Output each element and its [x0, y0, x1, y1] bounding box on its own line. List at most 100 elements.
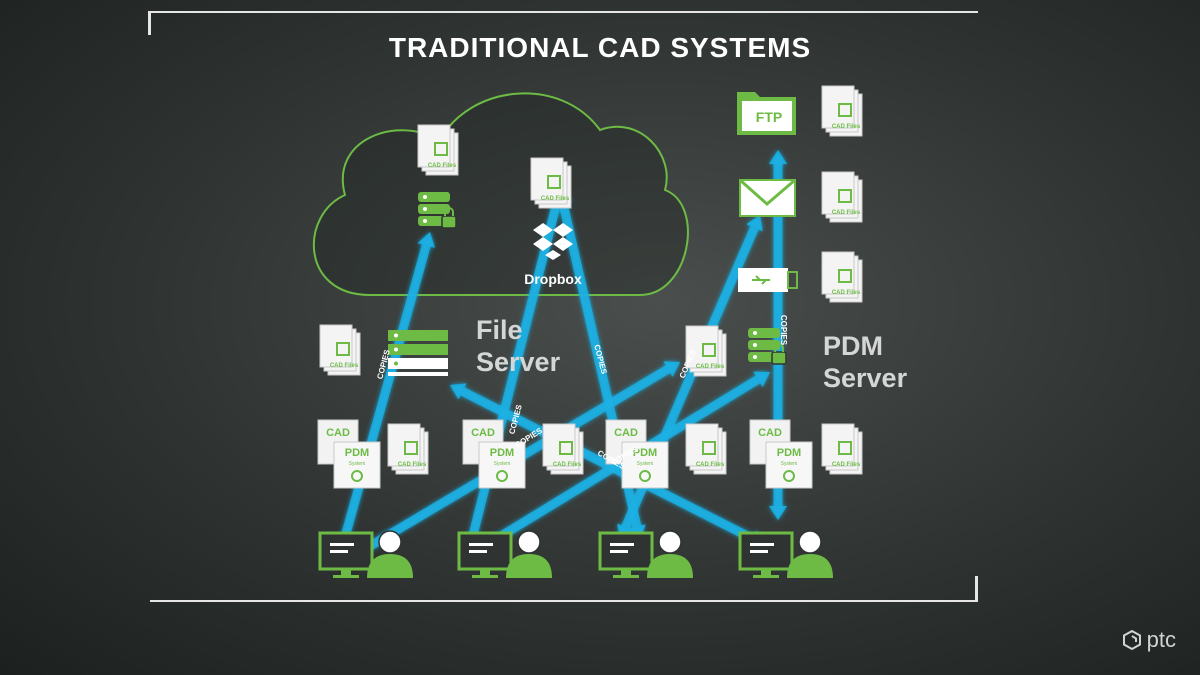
user-3-monitor-base	[613, 575, 639, 578]
pdm-server-database-icon	[748, 328, 787, 365]
user-2-person-head-icon	[517, 530, 541, 554]
dropbox-icon: Dropbox	[524, 223, 582, 287]
pdm-server-label-line-1: PDM	[823, 331, 883, 361]
pdm-server-database-icon-lock-shackle	[774, 343, 784, 352]
cad-pdm-4-pdm-sub-label: System	[781, 461, 798, 467]
user-1-monitor-icon	[318, 531, 374, 571]
ftp-folder-icon: FTP	[737, 92, 796, 135]
user-3-screen-line-1	[610, 543, 634, 546]
user-2-person-body-icon	[506, 554, 552, 578]
pdm-server-database-icon-lock-icon	[771, 351, 787, 365]
copies-label-5: COPIES	[779, 315, 788, 346]
cloud-database-icon-disk-0	[418, 192, 450, 202]
user-2	[457, 530, 552, 578]
ftp-label: FTP	[756, 109, 782, 125]
cad-files-right-2: CAD Files	[821, 171, 863, 223]
frame-bottom-line	[150, 600, 978, 602]
cad-pdm-2-cad-label: CAD	[471, 427, 495, 439]
cad-files-row-3-label: CAD Files	[696, 462, 725, 468]
dropbox-diamond-3	[553, 237, 573, 251]
cad-files-row-2-label: CAD Files	[553, 462, 582, 468]
file-server-base	[388, 372, 448, 376]
cad-files-row-3-cube-icon	[702, 441, 716, 455]
pdm-server-label: PDM Server	[823, 330, 907, 394]
user-4	[738, 530, 833, 578]
cad-files-cloud-1-cube-icon	[434, 142, 448, 156]
pdm-server-database-icon-led-0	[753, 331, 757, 335]
user-2-monitor-base	[472, 575, 498, 578]
cad-files-left-cube-icon	[336, 342, 350, 356]
user-3-screen-line-2	[610, 550, 628, 553]
frame-top-left-corner	[148, 11, 151, 35]
cad-pdm-1-pdm-sub-label: System	[349, 461, 366, 467]
cad-files-right-3-label: CAD Files	[832, 290, 861, 296]
cad-files-row-4: CAD Files	[821, 423, 863, 475]
cad-files-right-1-label: CAD Files	[832, 124, 861, 130]
arrow-fileserver-user4-head-start	[450, 383, 467, 400]
cloud-database-icon-led-2	[423, 219, 427, 223]
cloud-database-icon	[418, 192, 457, 229]
cad-pdm-2-gear-icon	[496, 470, 508, 482]
user-4-person-head-icon	[798, 530, 822, 554]
file-server-icon	[388, 330, 448, 376]
ptc-logo: ptc	[1122, 627, 1176, 653]
usb-symbol	[752, 275, 770, 285]
cad-files-right-2-cube-icon	[838, 189, 852, 203]
cad-pdm-3-pdm-sub-label: System	[637, 461, 654, 467]
user-1	[318, 530, 413, 578]
cad-files-right-3: CAD Files	[821, 251, 863, 303]
user-4-person-body-icon	[787, 554, 833, 578]
file-server-led-2	[394, 361, 398, 366]
user-1-screen-line-1	[330, 543, 354, 546]
cad-files-row-3: CAD Files	[685, 423, 727, 475]
cad-files-row-4-sheet-0	[821, 423, 855, 467]
user-4-monitor-base	[753, 575, 779, 578]
cloud-database-icon-led-1	[423, 207, 427, 211]
cad-files-row-1: CAD Files	[387, 423, 429, 475]
cad-files-mid-cube-icon	[702, 343, 716, 357]
user-2-screen-line-2	[469, 550, 487, 553]
file-server-unit-2	[388, 358, 448, 369]
cad-files-row-1-cube-icon	[404, 441, 418, 455]
cad-files-cloud-2-sheet-0	[530, 157, 564, 201]
file-server-unit-1	[388, 344, 448, 355]
arrow-pdmserver-user2-head-start	[753, 371, 770, 387]
diagram-title: TRADITIONAL CAD SYSTEMS	[388, 32, 812, 63]
email-flap	[739, 178, 796, 206]
cad-pdm-1: CAD PDM System	[317, 419, 381, 489]
pdm-server-database-icon-led-1	[753, 343, 757, 347]
email-icon	[739, 178, 796, 217]
cad-pdm-4-gear-icon	[783, 470, 795, 482]
ptc-mark-icon	[1122, 630, 1141, 650]
user-1-person-head-icon	[378, 530, 402, 554]
file-server-label-line-1: File	[476, 315, 523, 345]
dropbox-diamond-1	[553, 223, 573, 237]
cad-files-row-4-cube-icon	[838, 441, 852, 455]
file-server-led-1	[394, 347, 398, 352]
pdm-server-database-icon-led-2	[753, 355, 757, 359]
ptc-logo-text: ptc	[1146, 627, 1176, 652]
cad-pdm-1-cad-label: CAD	[326, 427, 350, 439]
cad-files-right-1-cube-icon	[838, 103, 852, 117]
ftp-folder-paper	[742, 101, 792, 131]
cloud-database-icon-disk-1	[418, 204, 450, 214]
arrow-db-user1-shaft	[339, 244, 431, 543]
cad-pdm-1-pdm-label: PDM	[345, 447, 369, 459]
cad-files-left-label: CAD Files	[330, 363, 359, 369]
user-1-monitor-base	[333, 575, 359, 578]
cad-files-row-2: CAD Files	[542, 423, 584, 475]
usb-connector	[787, 271, 798, 289]
cad-files-cloud-2-cube-icon	[547, 175, 561, 189]
user-3-person-body-icon	[647, 554, 693, 578]
cad-pdm-3-cad-label: CAD	[614, 427, 638, 439]
cad-pdm-2-pdm-sub-label: System	[494, 461, 511, 467]
user-4-monitor-neck	[761, 569, 771, 575]
dropbox-diamond-2	[533, 237, 553, 251]
cloud-database-icon-led-0	[423, 195, 427, 199]
cad-files-row-1-label: CAD Files	[398, 462, 427, 468]
user-4-screen-line-1	[750, 543, 774, 546]
cloud-database-icon-lock-shackle	[444, 207, 454, 216]
